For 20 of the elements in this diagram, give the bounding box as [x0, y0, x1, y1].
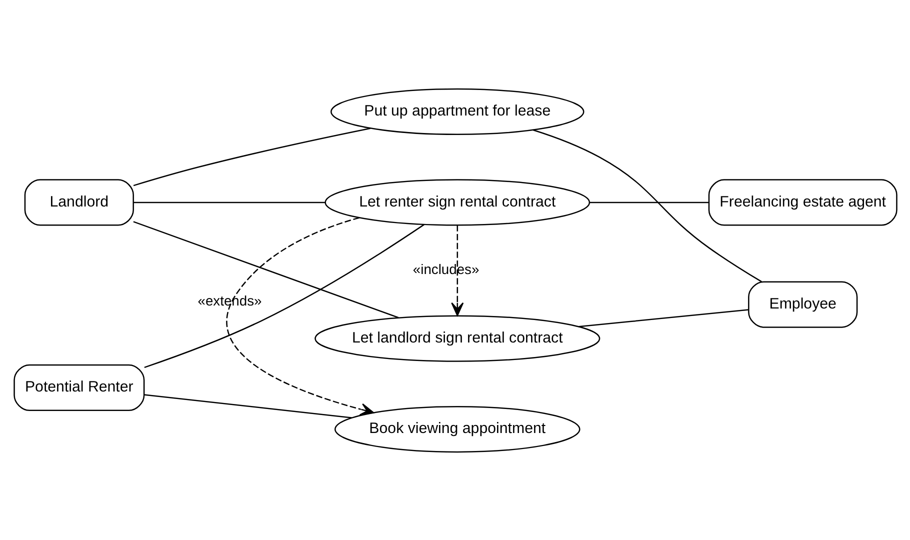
- connector: [132, 201, 325, 203]
- connector: [132, 127, 370, 186]
- connector: [532, 128, 762, 282]
- node-ellipse: Let renter sign rental contract: [324, 178, 590, 226]
- arrow: [450, 224, 464, 316]
- node-ellipse: Put up appartment for lease: [330, 88, 584, 135]
- edge-label: «extends»: [197, 292, 262, 308]
- node-box: Potential Renter: [13, 364, 144, 410]
- node-box: Freelancing estate agent: [708, 178, 897, 226]
- connector: [144, 394, 352, 418]
- connector: [144, 224, 424, 368]
- node-ellipse: Let landlord sign rental contract: [314, 314, 600, 362]
- connector: [578, 308, 748, 327]
- edge-label: «includes»: [412, 260, 479, 277]
- connector: [132, 220, 398, 318]
- node-box: Employee: [748, 280, 858, 328]
- node-ellipse: Book viewing appointment: [334, 405, 580, 452]
- arrow: [226, 216, 374, 416]
- connector: [588, 201, 708, 203]
- node-box: Landlord: [24, 178, 134, 226]
